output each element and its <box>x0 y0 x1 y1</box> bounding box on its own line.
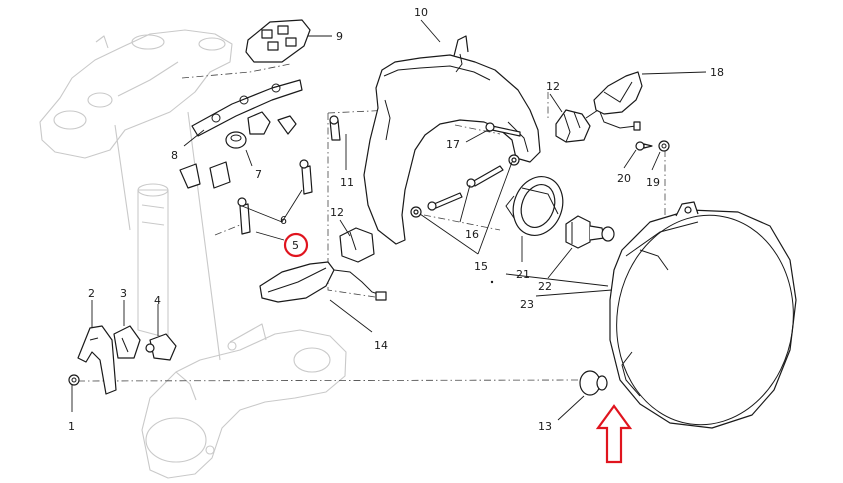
label-2: 2 <box>88 287 95 300</box>
label-3: 3 <box>120 287 127 300</box>
nut-1 <box>68 374 80 386</box>
bolt-16-upper <box>466 165 504 188</box>
bolt-11 <box>329 115 341 141</box>
label-10: 10 <box>414 6 428 19</box>
headlight-fairing <box>363 35 541 245</box>
lower-triple-clamp-ghost <box>141 323 347 479</box>
label-8: 8 <box>171 149 178 162</box>
label-4: 4 <box>154 294 161 307</box>
indicator-18 <box>593 71 643 131</box>
screw-20 <box>635 141 653 151</box>
upper-triple-clamp-ghost <box>39 29 233 231</box>
steering-stem-ghost <box>137 111 221 361</box>
bulb-holder-21 <box>505 176 564 236</box>
connector-12-upper <box>555 109 599 143</box>
label-11: 11 <box>340 176 354 189</box>
indicator-14 <box>259 261 387 303</box>
label-9: 9 <box>336 30 343 43</box>
label-5: 5 <box>292 239 299 252</box>
bolt-17 <box>485 122 521 137</box>
bolt-16-lower <box>427 192 463 211</box>
label-14: 14 <box>374 339 388 352</box>
label-12-upper: 12 <box>546 80 560 93</box>
bracket-2 <box>77 325 117 395</box>
headlight-unit <box>609 201 797 429</box>
label-20: 20 <box>617 172 631 185</box>
bulb-22 <box>565 215 615 249</box>
label-12-lower: 12 <box>330 206 344 219</box>
rubber-7 <box>179 111 297 189</box>
bracket-8 <box>191 79 303 137</box>
switch-9 <box>245 19 311 63</box>
red-circle-icon <box>283 232 309 258</box>
red-up-arrow-icon <box>595 404 633 464</box>
label-19: 19 <box>646 176 660 189</box>
label-15: 15 <box>474 260 488 273</box>
label-23: 23 <box>520 298 534 311</box>
label-21: 21 <box>516 268 530 281</box>
nut-19 <box>658 140 670 152</box>
label-22: 22 <box>538 280 552 293</box>
label-13: 13 <box>538 420 552 433</box>
label-6: 6 <box>280 214 287 227</box>
part-labels: 1 2 3 4 5 6 7 8 9 10 11 12 12 13 14 15 1… <box>68 6 724 433</box>
leader-lines <box>71 19 707 421</box>
label-18: 18 <box>710 66 724 79</box>
clip-4 <box>145 333 177 361</box>
label-17: 17 <box>446 138 460 151</box>
label-7: 7 <box>255 168 262 181</box>
bolt-6 <box>237 159 313 235</box>
rubber-3 <box>113 325 141 359</box>
grommet-13 <box>579 370 608 396</box>
label-1: 1 <box>68 420 75 433</box>
connector-12-lower <box>339 227 375 263</box>
label-16: 16 <box>465 228 479 241</box>
